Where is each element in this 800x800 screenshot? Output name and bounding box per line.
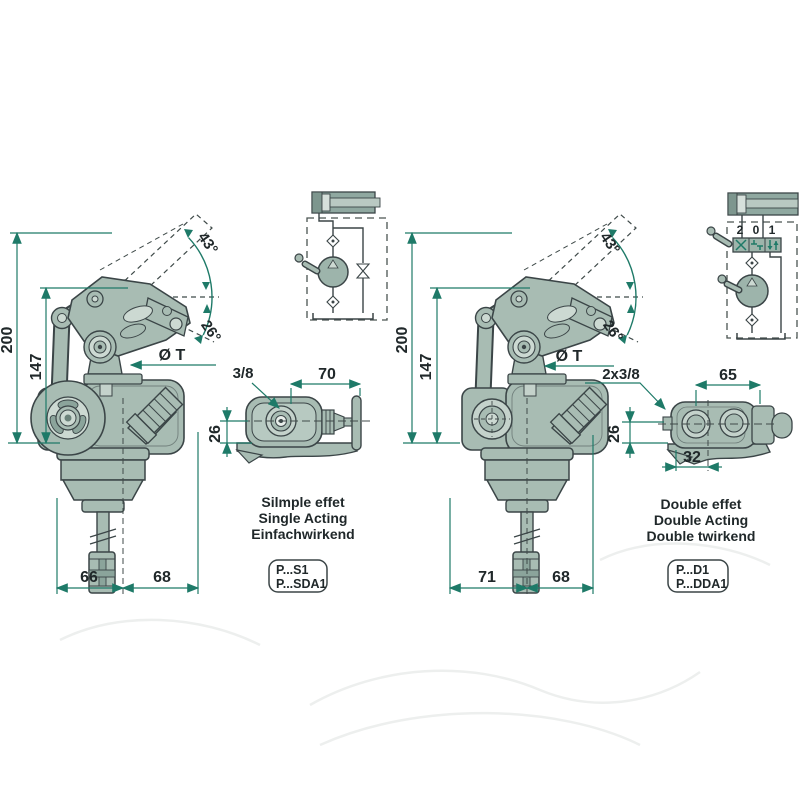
dim-width-right-left: 68 xyxy=(153,569,171,586)
double-acting-side-view: 65 32 26 xyxy=(606,367,793,472)
angle-up-right: 43° xyxy=(596,229,623,257)
caption-en-left: Single Acting xyxy=(259,510,348,526)
handle-dia-right: Ø T xyxy=(556,348,583,365)
watermark xyxy=(59,542,771,747)
dim-height-left-side: 26 xyxy=(207,425,224,443)
dim-total-height-left: 200 xyxy=(0,327,16,354)
model-code1-left: P...S1 xyxy=(276,563,308,577)
handle-dia-left: Ø T xyxy=(159,347,186,364)
single-acting-pump-view xyxy=(31,214,219,593)
dim-total-height-right: 200 xyxy=(394,327,411,354)
dim-length-left-side: 70 xyxy=(318,366,336,383)
dim-width-left-left: 66 xyxy=(80,569,98,586)
single-acting-caption: Silmple effet Single Acting Einfachwirke… xyxy=(251,494,355,593)
single-acting-dimensions xyxy=(8,231,216,594)
model-code2-right: P...DDA1 xyxy=(676,577,727,591)
dim-length-right-side: 65 xyxy=(719,367,737,384)
front-port-flange xyxy=(471,398,513,440)
single-acting-circuit xyxy=(294,191,388,321)
dim-height-right-side: 26 xyxy=(606,425,623,443)
valve-position-2: 2 xyxy=(737,223,744,237)
caption-en-right: Double Acting xyxy=(654,512,748,528)
dim-pivot-height-left: 147 xyxy=(28,354,45,381)
caption-de-left: Einfachwirkend xyxy=(251,526,354,542)
dim-width-right-right: 68 xyxy=(552,569,570,586)
caption-fr-left: Silmple effet xyxy=(261,494,345,510)
dim-width-left-right: 71 xyxy=(478,569,496,586)
caption-de-right: Double twirkend xyxy=(647,528,756,544)
dim-pivot-height-right: 147 xyxy=(418,354,435,381)
model-code1-right: P...D1 xyxy=(676,563,709,577)
valve-position-1: 1 xyxy=(769,223,776,237)
model-code2-left: P...SDA1 xyxy=(276,577,327,591)
angle-up-left: 43° xyxy=(194,229,221,257)
model-code-box-right xyxy=(667,559,729,593)
double-acting-pump-view xyxy=(462,214,643,593)
valve-position-0: 0 xyxy=(753,223,760,237)
ports-label-right: 2x3/8 xyxy=(602,366,640,383)
single-acting-side-view: 3/8 70 26 xyxy=(207,365,372,464)
port-size-left: 3/8 xyxy=(233,365,254,382)
handwheel xyxy=(30,380,106,456)
double-acting-caption: Double effet Double Acting Double twirke… xyxy=(647,496,756,593)
model-code-box-left xyxy=(268,559,328,593)
double-acting-circuit: 2 0 1 xyxy=(706,192,799,340)
double-acting-dimensions xyxy=(403,231,666,594)
dim-offset-right-side: 32 xyxy=(683,449,701,466)
caption-fr-right: Double effet xyxy=(661,496,742,512)
